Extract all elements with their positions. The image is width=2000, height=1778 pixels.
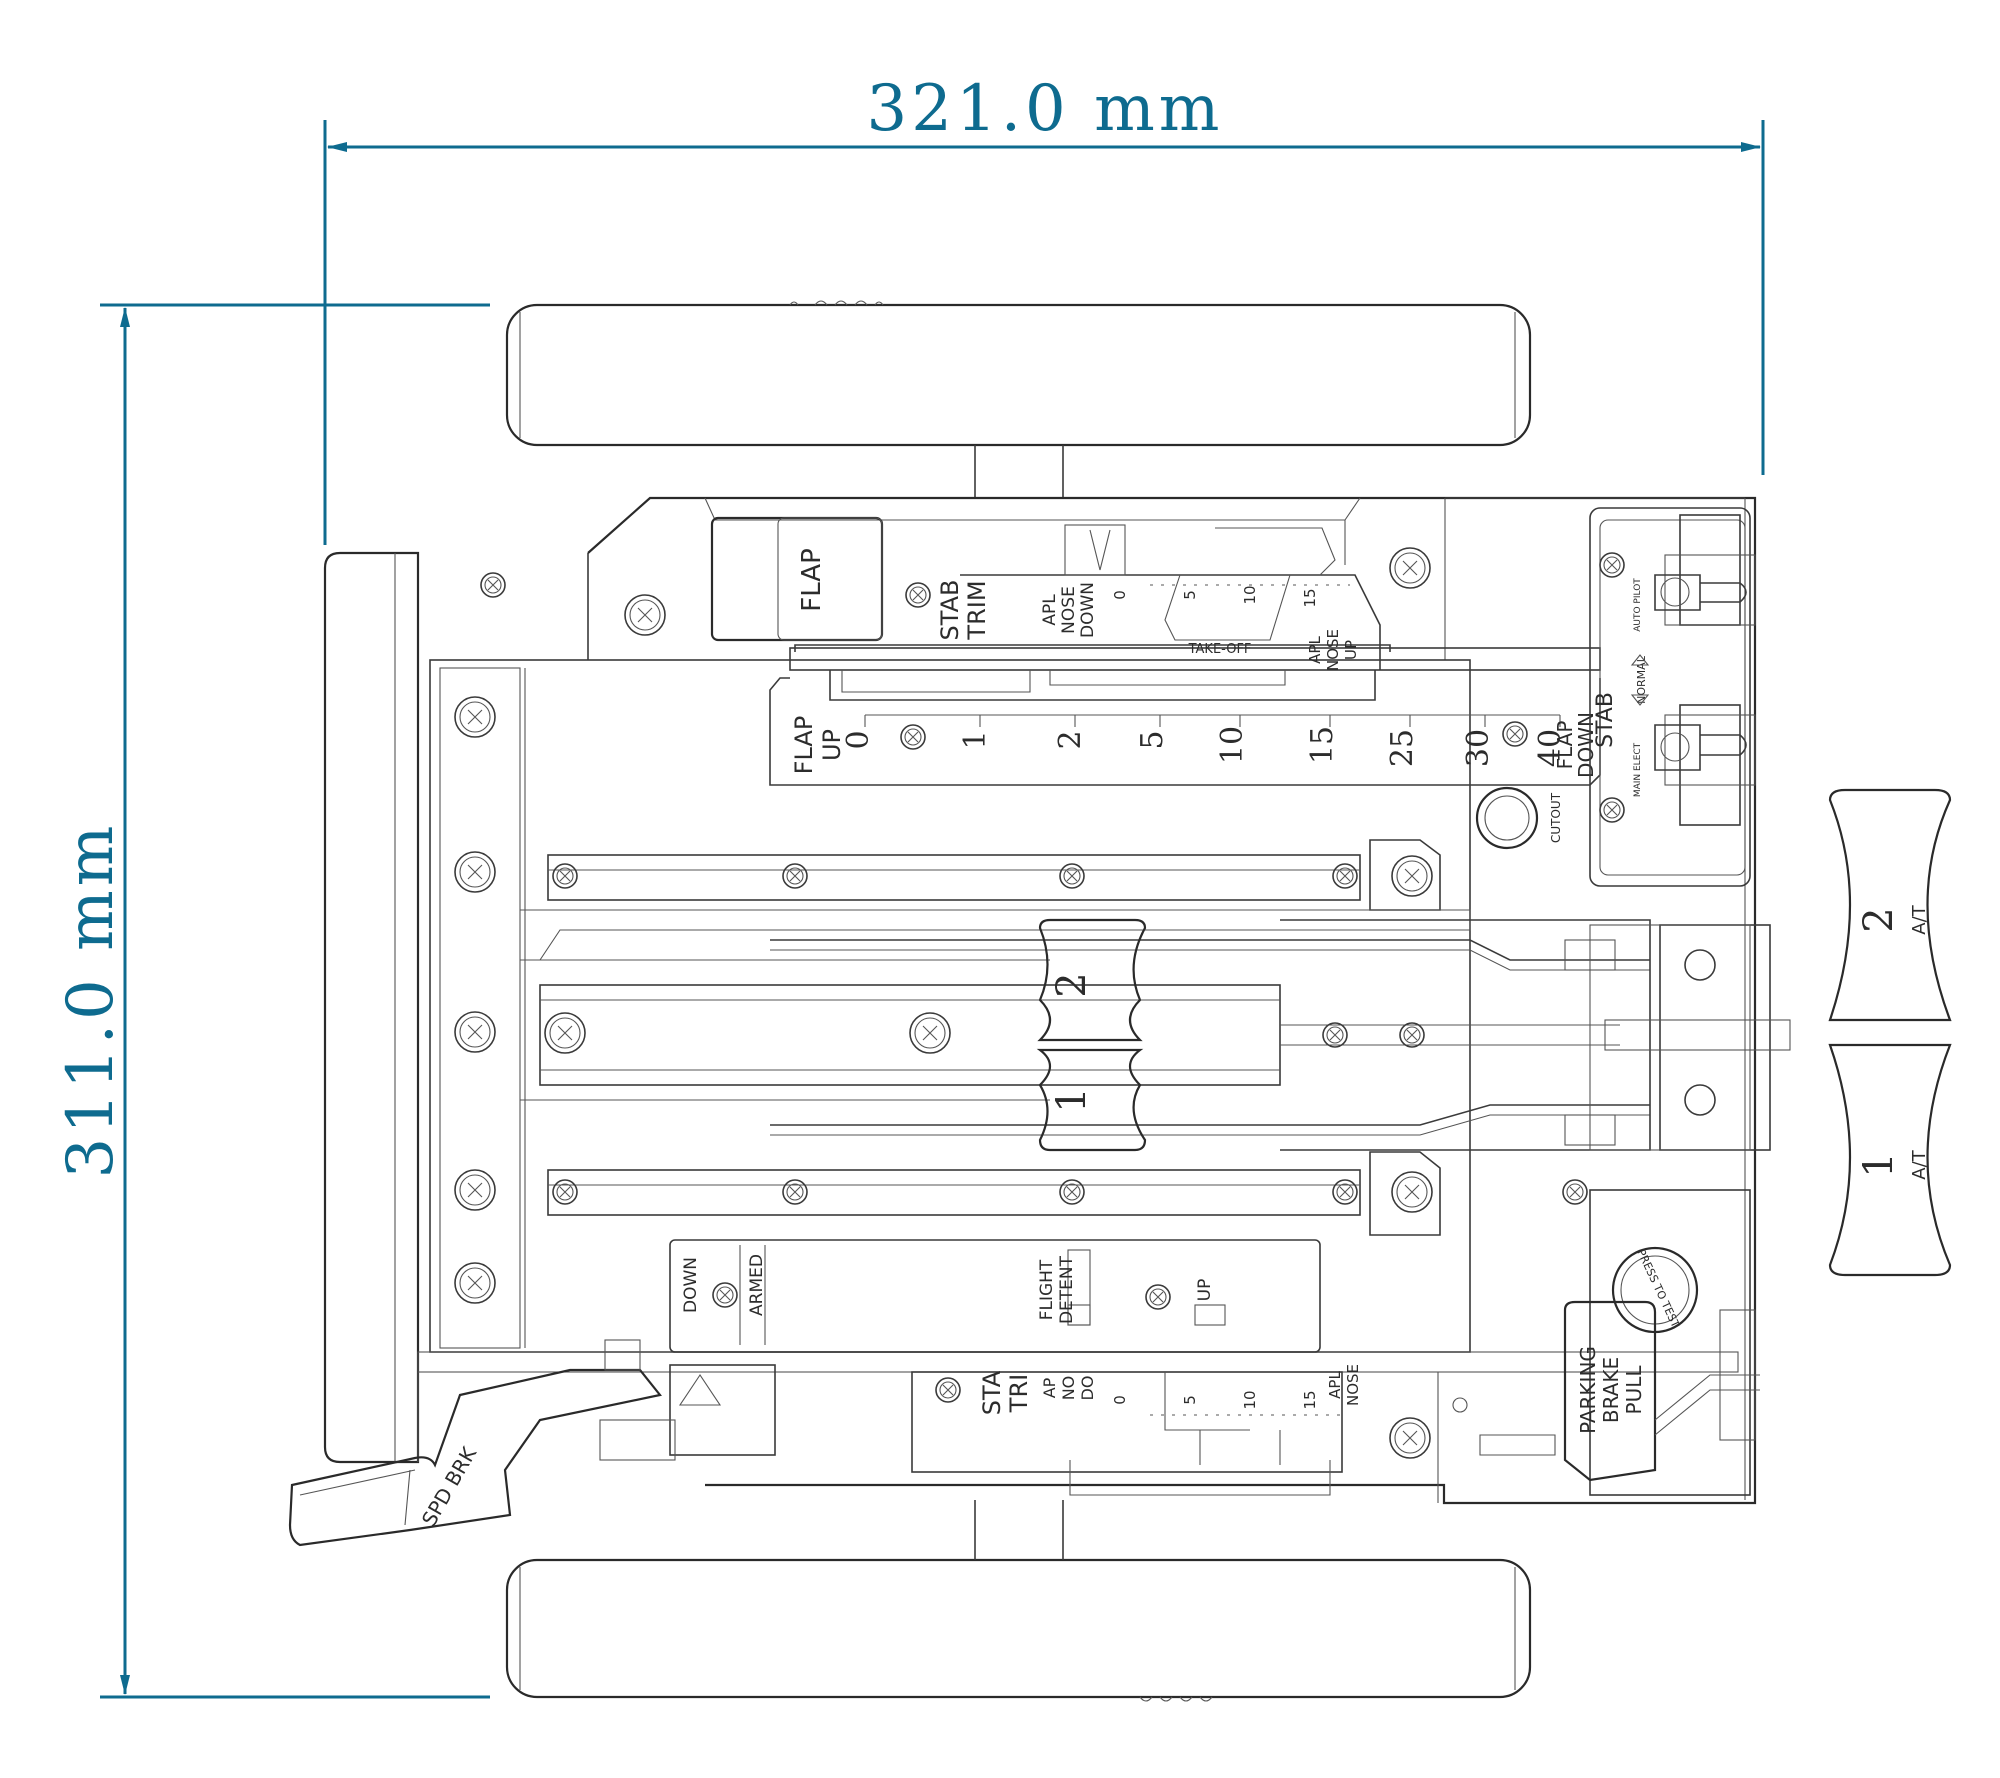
flap-up-label-1: FLAP bbox=[790, 716, 818, 775]
lower-stab-label-1: STA bbox=[978, 1370, 1006, 1415]
flap-detent-0: 0 bbox=[841, 730, 876, 749]
parking-brake-label-2: BRAKE bbox=[1599, 1357, 1623, 1423]
armed-label: ARMED bbox=[747, 1254, 767, 1316]
parking-brake-label-3: PULL bbox=[1622, 1365, 1646, 1415]
flap-detent-10: 10 bbox=[1215, 726, 1250, 764]
lower-tick-0: 0 bbox=[1111, 1395, 1129, 1405]
throttle-right-frame bbox=[1589, 924, 1751, 1496]
main-elect-label: MAIN ELECT bbox=[1633, 742, 1643, 797]
lower-apl-right-1: APL bbox=[1326, 1371, 1344, 1399]
stab-trim-indicator: STAB TRIM APL NOSE DOWN 0 5 10 15 TAKE-O… bbox=[905, 524, 1381, 671]
apl-nose-up-2: NOSE bbox=[1324, 629, 1342, 671]
stab-cutout-label: STAB bbox=[1593, 692, 1618, 748]
flap-up-label-2: UP bbox=[818, 729, 846, 761]
down-label: DOWN bbox=[681, 1257, 701, 1313]
lower-apl-3: DO bbox=[1078, 1376, 1097, 1401]
knob-1-label: 1 bbox=[1856, 1152, 1902, 1177]
trim-tick-0: 0 bbox=[1111, 590, 1129, 600]
flap-down-label-1: FLAP bbox=[1553, 721, 1577, 770]
throttle-lever-1[interactable]: 1 bbox=[1036, 1048, 1147, 1152]
lower-tick-15: 15 bbox=[1301, 1390, 1319, 1409]
throttle-2-label: 2 bbox=[1049, 972, 1095, 997]
flap-detent-40: 40 bbox=[1533, 729, 1568, 767]
flap-detent-25: 25 bbox=[1385, 729, 1420, 767]
knob-2-label: 2 bbox=[1856, 907, 1902, 932]
stab-trim-label-2: TRIM bbox=[963, 580, 991, 640]
normal-label: NORMAL bbox=[1635, 655, 1648, 704]
width-dimension-label: 321.0 mm bbox=[867, 72, 1224, 146]
lower-tick-5: 5 bbox=[1181, 1395, 1199, 1405]
bottom-handle-bar bbox=[505, 1500, 1532, 1702]
at-label-1: A/T bbox=[1909, 1149, 1930, 1179]
top-handle-bar bbox=[505, 300, 1532, 498]
throttle-lever-2[interactable]: 2 bbox=[1037, 918, 1147, 1042]
lower-rail bbox=[547, 1151, 1588, 1236]
thrust-lever-knob-2[interactable]: 2 A/T bbox=[1828, 788, 1952, 1022]
trim-tick-10: 10 bbox=[1241, 585, 1259, 604]
spd-brk-label: SPD BRK bbox=[417, 1442, 482, 1530]
take-off-label: TAKE-OFF bbox=[1188, 642, 1252, 657]
flap-gate-plate: FLAP UP 0 1 2 5 10 15 25 30 40 FLAP DOWN bbox=[769, 644, 1601, 786]
speedbrake-lever[interactable]: SPD BRK bbox=[288, 1339, 776, 1547]
flap-detent-1: 1 bbox=[958, 730, 993, 749]
flap-detent-15: 15 bbox=[1305, 726, 1340, 764]
apl-nose-down-3: DOWN bbox=[1078, 582, 1098, 638]
lower-stab-label-2: TRI bbox=[1005, 1374, 1033, 1413]
speedbrake-gate-plate: DOWN ARMED FLIGHT DETENT UP bbox=[669, 1239, 1321, 1353]
autopilot-cutout-switch[interactable] bbox=[1654, 514, 1756, 626]
lower-apl-1: AP bbox=[1040, 1377, 1059, 1398]
lower-stab-trim: STA TRI AP NO DO 0 5 10 15 APL NOSE bbox=[911, 1364, 1362, 1496]
flap-down-label-2: DOWN bbox=[1574, 712, 1598, 778]
parking-brake-handle[interactable]: PARKING BRAKE PULL bbox=[1563, 1300, 1760, 1482]
auto-pilot-label: AUTO PILOT bbox=[1633, 578, 1643, 632]
lower-apl-right-2: NOSE bbox=[1344, 1364, 1362, 1406]
at-label-2: A/T bbox=[1909, 904, 1930, 934]
flap-lever[interactable]: FLAP bbox=[710, 516, 884, 642]
flap-detent-2: 2 bbox=[1053, 730, 1088, 749]
center-rail bbox=[520, 909, 1471, 1101]
throttle-1-label: 1 bbox=[1049, 1087, 1095, 1112]
lower-tick-10: 10 bbox=[1241, 1390, 1259, 1409]
parking-brake-label-1: PARKING bbox=[1576, 1346, 1600, 1434]
throttle-lever-linkage bbox=[770, 919, 1791, 1151]
flap-lever-label: FLAP bbox=[797, 548, 827, 612]
main-elect-cutout-switch[interactable] bbox=[1654, 704, 1756, 826]
up-label: UP bbox=[1195, 1279, 1215, 1302]
stab-trim-label-1: STAB bbox=[936, 580, 964, 641]
apl-nose-up-1: APL bbox=[1306, 636, 1324, 664]
lower-apl-2: NO bbox=[1059, 1376, 1078, 1401]
flight-detent-label-1: FLIGHT bbox=[1037, 1259, 1057, 1320]
height-dimension: 311.0 mm bbox=[54, 303, 490, 1699]
press-to-test-label: PRESS TO TEST bbox=[1634, 1247, 1682, 1330]
trim-tick-15: 15 bbox=[1301, 588, 1319, 607]
upper-rail bbox=[547, 839, 1441, 911]
apl-nose-down-1: APL bbox=[1040, 594, 1060, 626]
flap-detent-5: 5 bbox=[1135, 730, 1170, 749]
apl-nose-up-3: UP bbox=[1342, 640, 1360, 660]
left-rail-screws bbox=[454, 547, 1431, 1304]
cutout-knob[interactable]: CUTOUT bbox=[1475, 786, 1563, 850]
thrust-lever-knob-1[interactable]: 1 A/T bbox=[1828, 1043, 1952, 1277]
stab-cutout-panel: AUTO PILOT NORMAL MAIN ELECT STAB bbox=[1589, 507, 1751, 887]
pedestal-housing bbox=[323, 496, 1757, 1505]
cutout-label: CUTOUT bbox=[1549, 792, 1563, 843]
flap-detent-30: 30 bbox=[1461, 729, 1496, 767]
height-dimension-label: 311.0 mm bbox=[54, 822, 128, 1179]
apl-nose-down-2: NOSE bbox=[1059, 586, 1079, 634]
trim-tick-5: 5 bbox=[1181, 590, 1199, 600]
width-dimension: 321.0 mm bbox=[323, 72, 1765, 545]
parking-brake-area bbox=[1389, 1397, 1556, 1459]
flight-detent-label-2: DETENT bbox=[1057, 1255, 1077, 1324]
